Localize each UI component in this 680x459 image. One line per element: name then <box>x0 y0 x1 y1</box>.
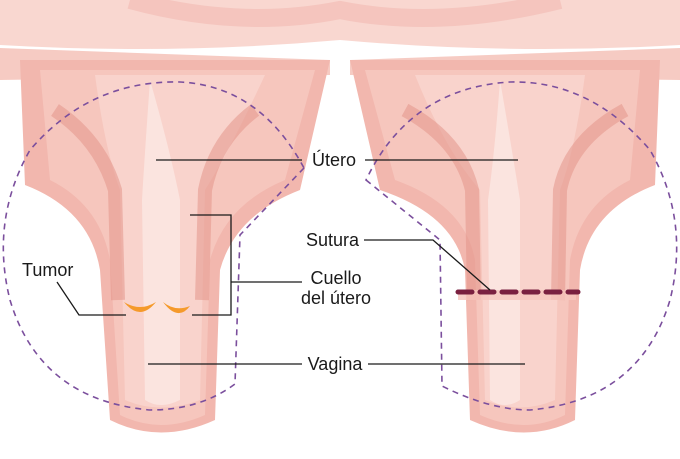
label-vagina: Vagina <box>308 354 364 374</box>
label-tumor: Tumor <box>22 260 73 280</box>
label-utero: Útero <box>312 149 356 170</box>
label-cuello-line2: del útero <box>301 288 371 308</box>
label-sutura: Sutura <box>306 230 360 250</box>
label-cuello-line1: Cuello <box>310 268 361 288</box>
